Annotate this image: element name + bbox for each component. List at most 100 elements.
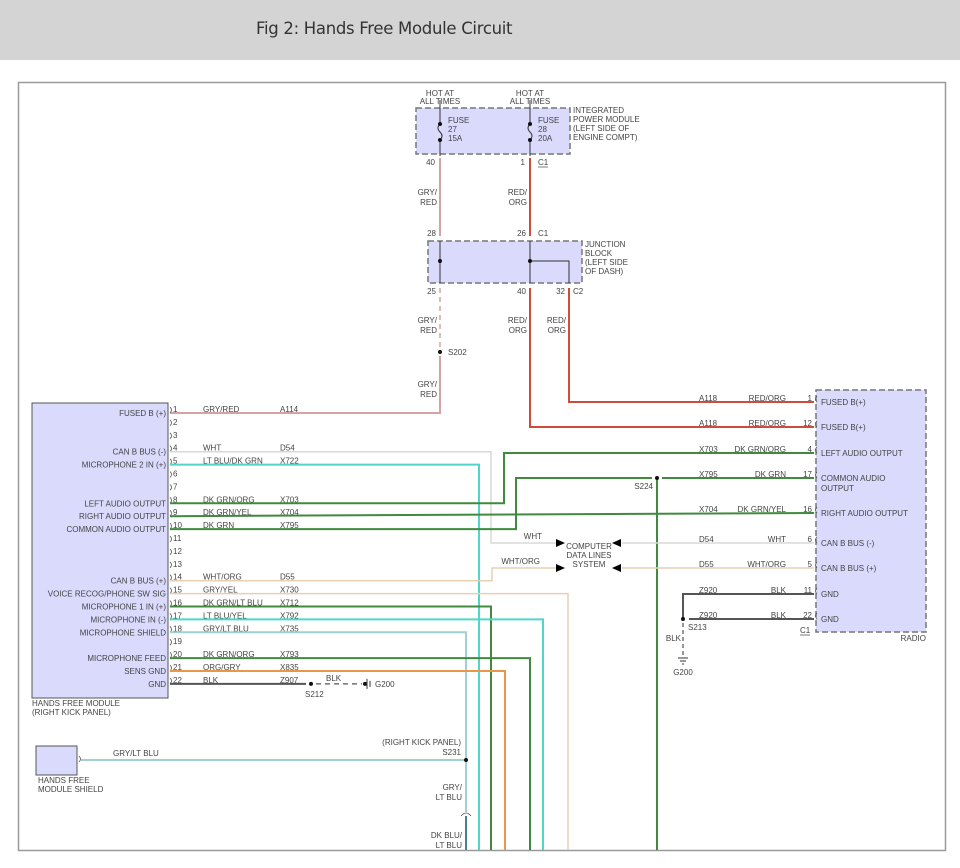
pin-function-label: MICROPHONE FEED	[87, 654, 166, 663]
fuse-28-label: 28	[538, 125, 547, 134]
pin-number: 9	[173, 508, 178, 517]
circuit-id-label: X703	[280, 495, 299, 504]
splice-s224	[655, 476, 659, 480]
hot-at-all-times-label: HOT AT	[516, 89, 544, 98]
fuse-27-label: 27	[448, 125, 457, 134]
wire-color-label: WHT/ORG	[203, 573, 242, 582]
pin-function-label: FUSED B(+)	[821, 398, 866, 407]
pin-number: 12	[803, 419, 812, 428]
wire-x735	[170, 631, 467, 812]
pin-function-label: COMMON AUDIO OUTPUT	[66, 525, 166, 534]
wire-d55	[170, 567, 556, 582]
wire-color-label: DK GRN/ORG	[203, 495, 255, 504]
pin-function-label: COMMON AUDIO	[821, 474, 885, 483]
ground-label: G200	[375, 680, 395, 689]
ground-label: G200	[673, 668, 693, 677]
pin-function-label: GND	[148, 680, 166, 689]
connector-pin-icon	[815, 536, 818, 544]
splice-label: S231	[442, 748, 461, 757]
pin-number: 32	[556, 287, 565, 296]
connector-pin-icon	[815, 446, 818, 454]
wire-color-label: LT BLU	[436, 841, 463, 850]
wire-a118	[568, 288, 814, 403]
pin-number: 15	[173, 586, 182, 595]
wire-color-label: GRY/	[418, 188, 438, 197]
hands-free-module-shield	[35, 745, 78, 776]
connector-label: C1	[800, 626, 811, 635]
junction-node	[438, 259, 442, 263]
connector-pin-icon	[815, 587, 818, 595]
splice-s202	[438, 350, 442, 354]
wire-x704	[169, 512, 815, 518]
wire-color-label: GRY/YEL	[203, 586, 238, 595]
connector-pin-icon	[815, 506, 818, 514]
pin-number: 2	[173, 418, 178, 427]
circuit-id-label: D54	[280, 444, 295, 453]
circuit-id-label: X712	[280, 599, 299, 608]
hot-at-all-times-label: HOT AT	[426, 89, 454, 98]
connector-pin-icon	[78, 755, 81, 763]
connector-pin-icon	[815, 420, 818, 428]
pin-number: 13	[173, 560, 182, 569]
connector-pin-icon	[815, 395, 818, 403]
wire-color-label: WHT/ORG	[501, 557, 540, 566]
pin-number: 3	[173, 431, 178, 440]
wire-color-label: GRY/LT BLU	[203, 624, 249, 633]
pin-function-label: MICROPHONE IN (-)	[90, 615, 166, 624]
circuit-id-label: D54	[699, 535, 714, 544]
integrated-power-module-label: (LEFT SIDE OF	[573, 124, 629, 133]
pin-number: 1	[808, 394, 813, 403]
connector-pin-icon	[169, 535, 172, 543]
connector-label: C1	[538, 158, 549, 167]
wire-color-label: WHT	[768, 535, 786, 544]
connector-pin-icon	[815, 471, 818, 479]
pin-number: 16	[803, 505, 812, 514]
fuse-terminal	[528, 122, 532, 126]
wire-z920	[682, 593, 814, 619]
wire-color-label: DK GRN/YEL	[203, 508, 252, 517]
wire-color-label: DK GRN/ORG	[203, 650, 255, 659]
hands-free-module-label: (RIGHT KICK PANEL)	[32, 708, 111, 717]
circuit-id-label: Z907	[280, 676, 299, 685]
fuse-terminal	[438, 122, 442, 126]
figure-title: Fig 2: Hands Free Module Circuit	[256, 19, 513, 38]
circuit-id-label: X793	[280, 650, 299, 659]
figure-header: Fig 2: Hands Free Module Circuit	[0, 0, 960, 60]
wire-color-label: RED	[420, 390, 437, 399]
wire-color-label: DK GRN/LT BLU	[203, 599, 263, 608]
wire-color-label: BLK	[771, 586, 787, 595]
hands-free-module	[31, 402, 169, 699]
wire-color-label: GRY/LT BLU	[113, 749, 159, 758]
wire-color-label: DK GRN/ORG	[734, 445, 786, 454]
fuse-27-label: FUSE	[448, 116, 469, 125]
wire-color-label: LT BLU/YEL	[203, 611, 247, 620]
splice-label: S213	[688, 623, 707, 632]
diagram-frame	[17, 81, 947, 852]
wire-color-label: DK GRN	[755, 470, 786, 479]
radio-label: RADIO	[901, 634, 926, 643]
pin-number: 5	[173, 457, 178, 466]
connector-pin-icon	[169, 484, 172, 491]
connector-pin-icon	[169, 574, 172, 581]
circuit-id-label: D55	[699, 560, 714, 569]
wire-x712	[170, 605, 492, 850]
splice-s213	[681, 617, 685, 621]
circuit-id-label: A118	[699, 394, 718, 403]
pin-number: 8	[173, 495, 178, 504]
pin-number: 22	[803, 611, 812, 620]
fuse-terminal	[438, 138, 442, 142]
pin-function-label: LEFT AUDIO OUTPUT	[84, 499, 166, 508]
pin-number: 17	[173, 611, 182, 620]
pin-function-label: CAN B BUS (-)	[113, 448, 167, 457]
connector-pin-icon	[815, 561, 818, 569]
connector-pin-icon	[169, 406, 172, 414]
pin-number: 6	[173, 470, 178, 479]
pin-function-label: SENS GND	[124, 667, 166, 676]
pin-number: 1	[521, 158, 526, 167]
pin-number: 21	[173, 663, 182, 672]
connector-pin-icon	[169, 432, 172, 440]
circuit-id-label: X704	[699, 505, 718, 514]
circuit-id-label: X795	[280, 521, 299, 530]
wire-color-label: DK GRN/YEL	[738, 505, 787, 514]
